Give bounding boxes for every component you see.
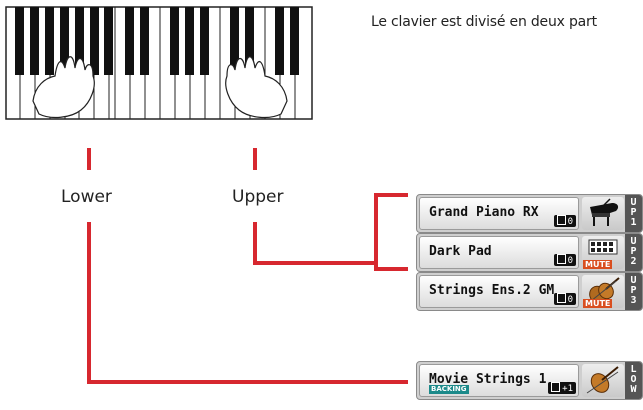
upper-connector-line (253, 222, 257, 265)
track-name: Strings Ens.2 GM (429, 283, 555, 298)
upper-bracket-vertical (374, 193, 378, 271)
track-name-box[interactable]: Strings Ens.2 GM 0 (419, 275, 579, 308)
upper-bracket-top (374, 193, 408, 197)
track-name-box[interactable]: Dark Pad 0 (419, 236, 579, 269)
track-name: Dark Pad (429, 244, 492, 259)
upper-bracket-bottom (374, 267, 408, 271)
track-name-box[interactable]: Movie Strings 1 BACKING +1 (419, 364, 579, 397)
lower-connector-top (87, 148, 91, 170)
lower-label: Lower (61, 187, 112, 207)
grand-piano-icon[interactable] (582, 197, 624, 230)
lower-connector-horizontal (87, 380, 408, 384)
split-caption: Le clavier est divisé en deux part (371, 14, 597, 30)
track-name: Grand Piano RX (429, 205, 539, 220)
violin-icon[interactable] (582, 364, 624, 397)
track-name-box[interactable]: Grand Piano RX 0 (419, 197, 579, 230)
octave-indicator: 0 (553, 215, 576, 227)
track-name: Movie Strings 1 (429, 372, 547, 387)
octave-indicator: 0 (553, 293, 576, 305)
mute-badge: MUTE (583, 260, 613, 269)
octave-indicator: 0 (553, 254, 576, 266)
octave-indicator: +1 (548, 382, 576, 394)
keyboard-hands-illustration (5, 6, 313, 120)
upper-connector-top (253, 148, 257, 170)
backing-badge: BACKING (429, 385, 469, 394)
mute-badge: MUTE (583, 299, 613, 308)
lower-connector-line (87, 222, 91, 384)
upper-connector-horizontal (253, 261, 378, 265)
upper-label: Upper (232, 187, 284, 207)
